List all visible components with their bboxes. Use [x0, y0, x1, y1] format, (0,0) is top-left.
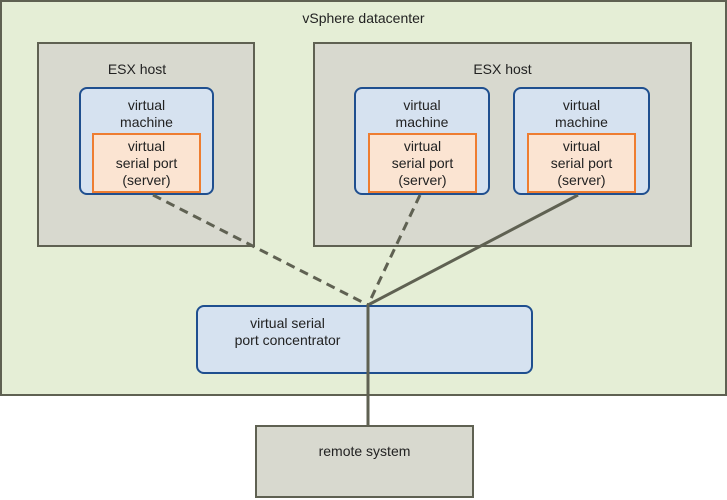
- remote-system: remote system: [255, 425, 474, 498]
- virtual-serial-port-3: virtual serial port (server): [527, 133, 636, 193]
- virtual-serial-port-concentrator: virtual serial port concentrator: [196, 305, 533, 374]
- esx-host-2-title: ESX host: [473, 61, 532, 77]
- virtual-serial-port-1: virtual serial port (server): [92, 133, 201, 193]
- virtual-serial-port-2-label: virtual serial port (server): [391, 138, 454, 188]
- virtual-machine-3-title: virtual machine: [555, 97, 608, 130]
- esx-host-1-title: ESX host: [107, 61, 167, 77]
- remote-system-label: remote system: [318, 443, 411, 459]
- virtual-machine-1-title: virtual machine: [120, 97, 173, 130]
- virtual-serial-port-1-label: virtual serial port (server): [115, 138, 178, 188]
- virtual-machine-2-title: virtual machine: [395, 97, 449, 130]
- virtual-serial-port-3-label: virtual serial port (server): [550, 138, 613, 188]
- datacenter-title: vSphere datacenter: [302, 10, 425, 26]
- virtual-serial-port-2: virtual serial port (server): [368, 133, 477, 193]
- concentrator-label: virtual serial port concentrator: [234, 315, 341, 348]
